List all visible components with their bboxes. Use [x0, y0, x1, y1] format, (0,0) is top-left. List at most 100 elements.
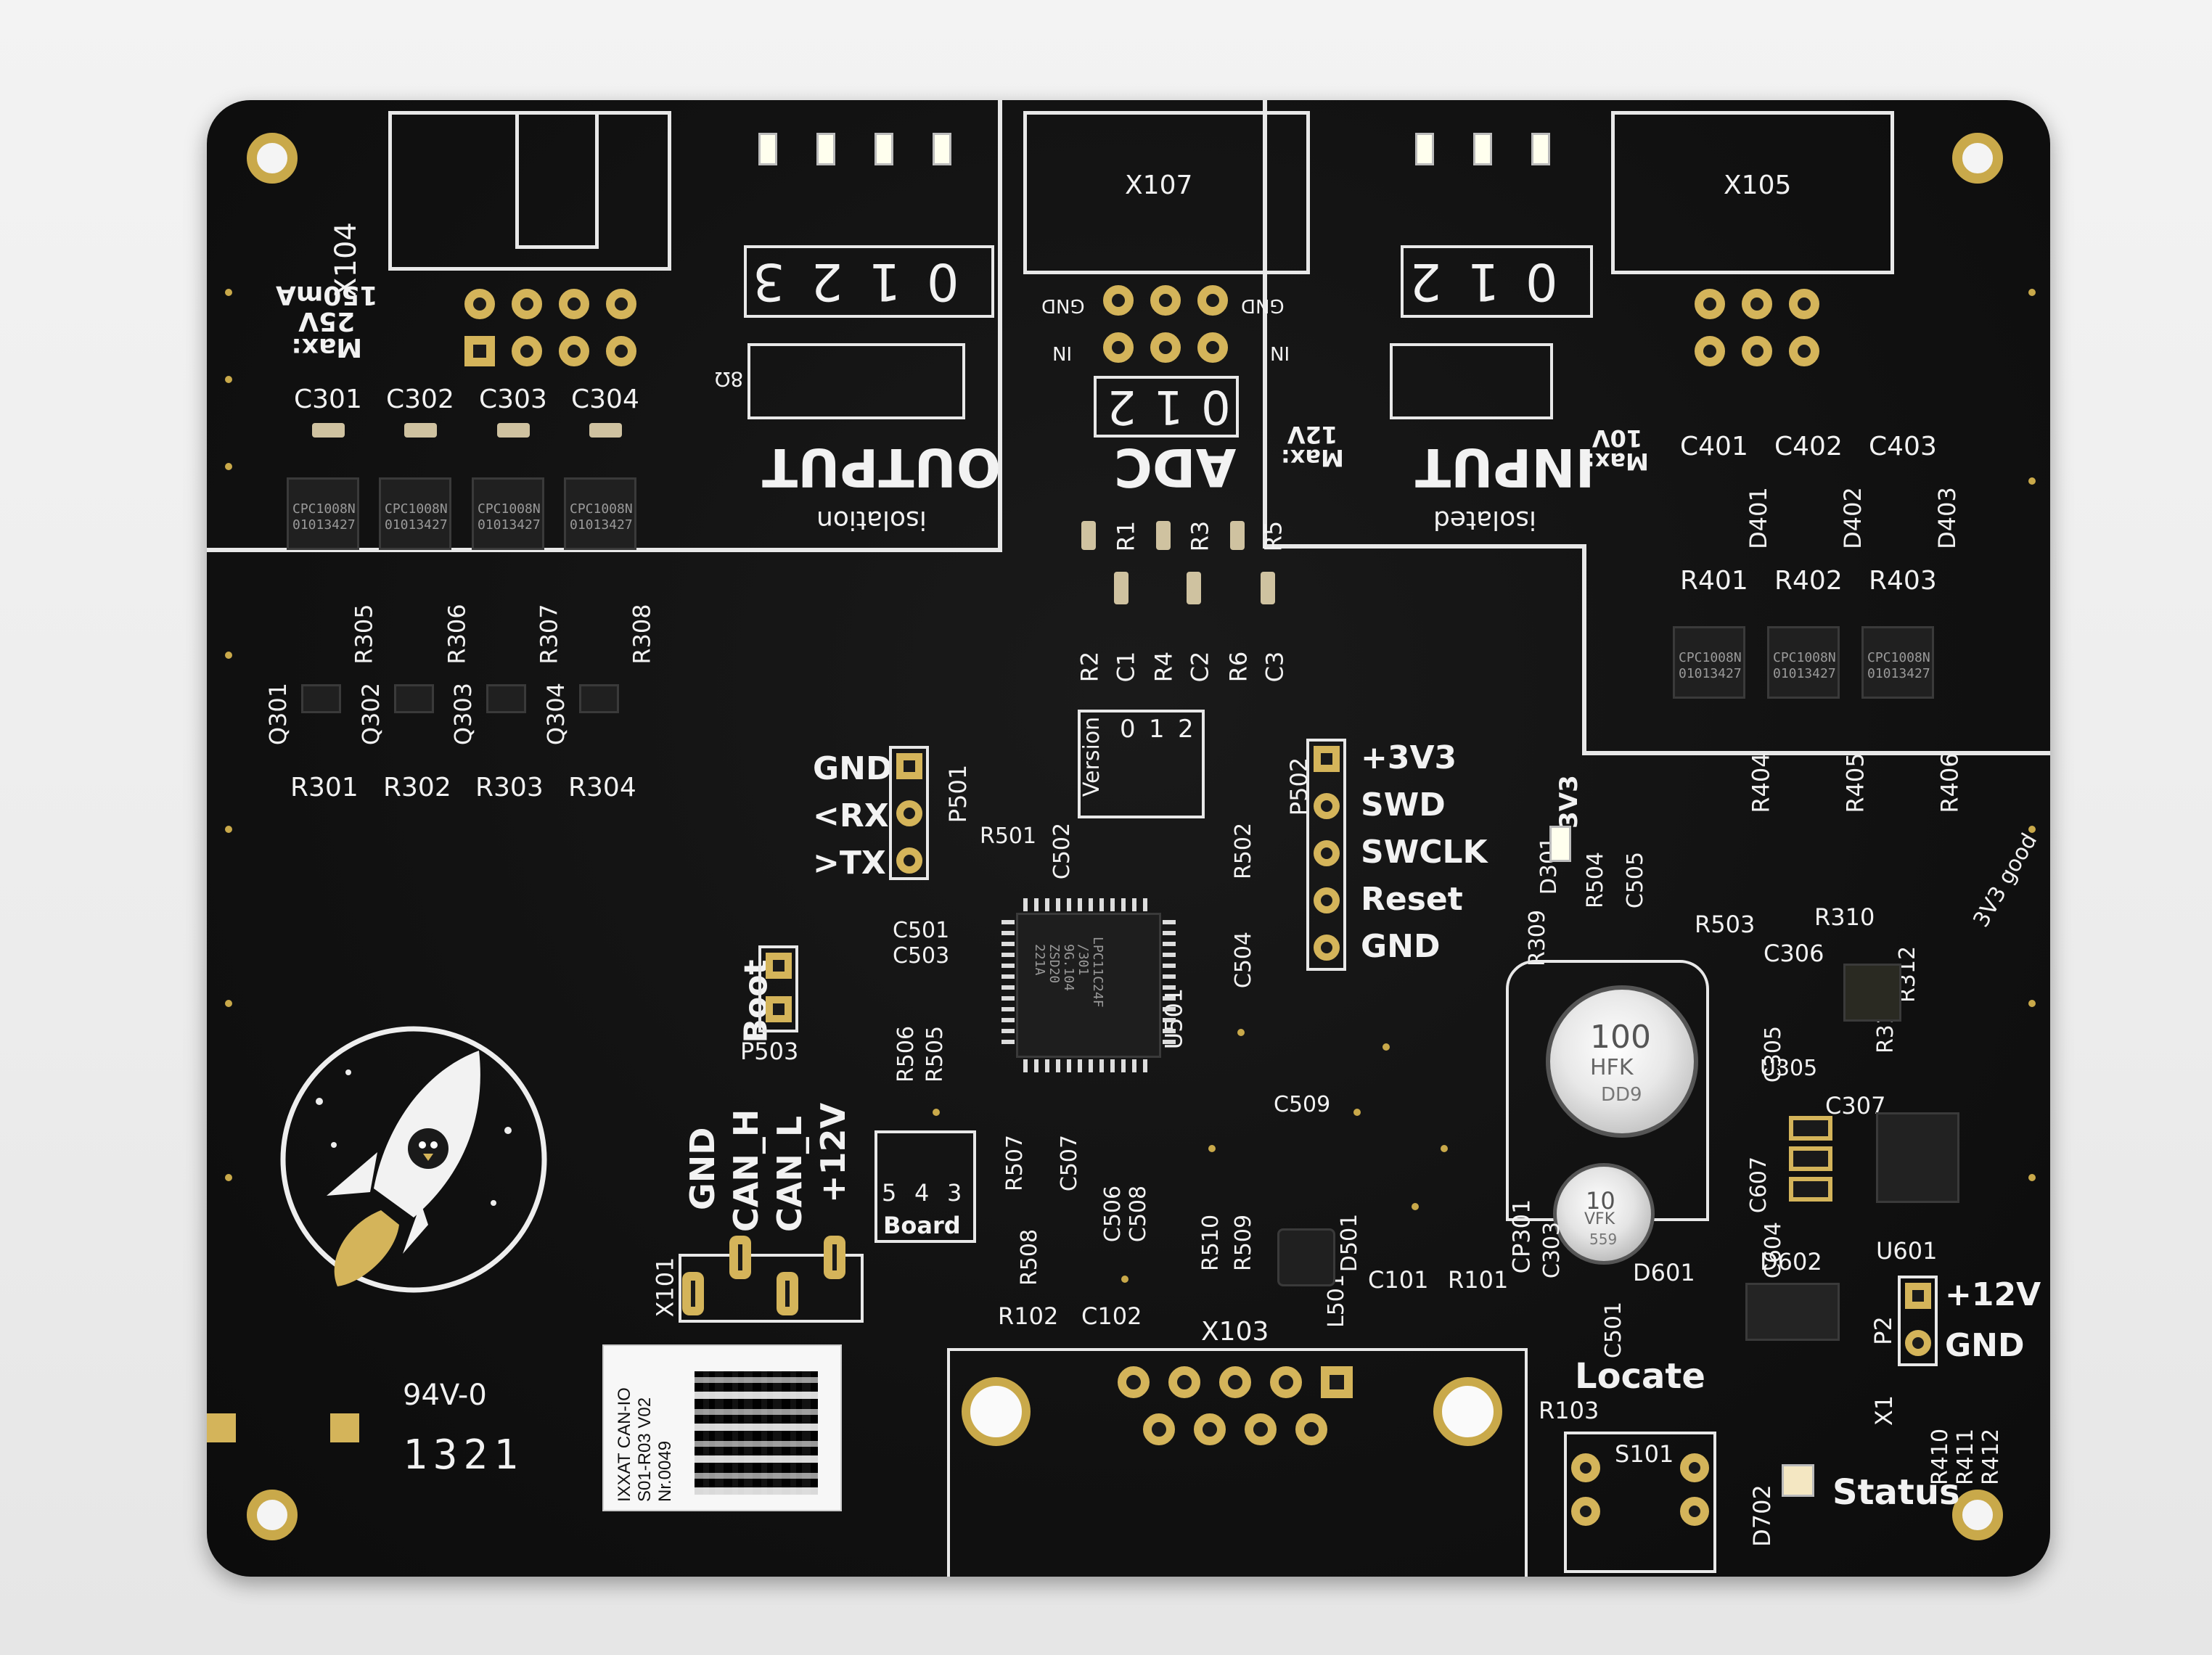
- label-r6: R6: [1224, 651, 1253, 683]
- penguin-head: [408, 1128, 448, 1169]
- optocoupler-ic: CPC1008N 01013427: [564, 477, 636, 550]
- output-resistor-label: 8Ω: [715, 367, 744, 391]
- swd-pin-reset: Reset: [1361, 881, 1463, 918]
- label-r103: R103: [1539, 1397, 1599, 1424]
- adc-gnd-right: GND: [1241, 295, 1285, 316]
- output-channel-3: 3: [753, 252, 785, 311]
- output-section-subtitle: isolation: [816, 505, 927, 535]
- output-channel-1: 1: [869, 252, 901, 311]
- output-pad: [559, 289, 589, 319]
- d301-led: [1549, 826, 1571, 862]
- label-c303: C303: [479, 385, 547, 414]
- label-d501: D501: [1337, 1213, 1363, 1273]
- label-r508: R508: [1017, 1228, 1043, 1286]
- via: [1382, 1043, 1390, 1051]
- uart-pin-rx: <RX: [813, 797, 889, 834]
- label-q304: Q304: [542, 682, 570, 746]
- output-pad: [559, 336, 589, 366]
- divider-output: [998, 100, 1002, 550]
- connector-x103-outline: [947, 1348, 1528, 1577]
- swd-pin-3: [1314, 840, 1340, 866]
- x101-label: X101: [651, 1257, 679, 1318]
- via: [1237, 1029, 1245, 1036]
- label-r307: R307: [535, 604, 563, 665]
- label-c2: C2: [1186, 651, 1214, 683]
- label-r506: R506: [893, 1025, 919, 1083]
- swd-pin-3v3: +3V3: [1361, 739, 1457, 776]
- label-d601: D601: [1633, 1259, 1695, 1286]
- label-c304: C304: [571, 385, 639, 414]
- switch-pad: [1680, 1497, 1709, 1526]
- input-pad: [1789, 289, 1819, 319]
- via: [1412, 1203, 1419, 1210]
- x103-pin-1: [1321, 1366, 1353, 1398]
- switch-s101-outline: [1564, 1432, 1716, 1573]
- capacitor: [589, 423, 622, 438]
- regulator-u305: [1843, 964, 1901, 1022]
- version-bit-2: 2: [1178, 715, 1194, 744]
- output-channel-box: [744, 245, 994, 318]
- divider-input-vertical: [1582, 544, 1586, 755]
- swd-pin-1: [1314, 746, 1340, 772]
- via: [225, 463, 232, 470]
- label-r405: R405: [1841, 752, 1869, 813]
- star-dot: [331, 1142, 337, 1148]
- label-r305: R305: [350, 604, 378, 665]
- label-r101: R101: [1448, 1266, 1509, 1294]
- label-c1: C1: [1112, 651, 1140, 683]
- label-c501-power: C501: [1601, 1301, 1627, 1359]
- output-led: [933, 133, 951, 165]
- divider-right-horizontal: [1582, 751, 2050, 755]
- sticker-line-2: S01-R03 V02: [635, 1397, 655, 1502]
- u601-tab: [1789, 1177, 1832, 1202]
- label-r505: R505: [922, 1025, 949, 1083]
- max-rating-left: Max: 25V 150mA: [276, 280, 378, 362]
- via: [2028, 289, 2036, 296]
- label-r3: R3: [1186, 520, 1214, 552]
- label-r412: R412: [1978, 1428, 2004, 1486]
- mounting-hole-bottom-left: [247, 1490, 298, 1540]
- uart-pin-3: [896, 847, 922, 874]
- capacitor: [497, 423, 530, 438]
- output-led: [758, 133, 777, 165]
- mounting-hole-top-left: [247, 133, 298, 184]
- x105-label: X105: [1724, 171, 1792, 200]
- v33-label: 3V3: [1554, 775, 1584, 829]
- via: [225, 826, 232, 833]
- output-led: [816, 133, 835, 165]
- rocket-fin-left: [327, 1152, 377, 1196]
- optocoupler-ic: CPC1008N 01013427: [1861, 626, 1934, 699]
- inductor: [1277, 1228, 1335, 1286]
- output-channel-2: 2: [811, 252, 843, 311]
- version-label: Version: [1079, 716, 1105, 797]
- swd-pin-gnd: GND: [1361, 928, 1441, 965]
- label-r501: R501: [980, 824, 1037, 849]
- adc-section-title: ADC: [1114, 437, 1237, 498]
- label-c306: C306: [1764, 940, 1824, 967]
- uart-pin-gnd: GND: [813, 750, 893, 787]
- label-c502: C502: [1049, 822, 1076, 880]
- max-rating-adc: Max: 12V: [1281, 421, 1344, 472]
- label-cp301: CP301: [1507, 1199, 1536, 1274]
- fiducial-pad: [207, 1413, 236, 1442]
- x103-pin: [1270, 1366, 1302, 1398]
- x103-pin: [1219, 1366, 1251, 1398]
- swd-pin-swclk: SWCLK: [1361, 834, 1488, 871]
- regulator-u601: [1876, 1112, 1959, 1203]
- label-r402: R402: [1774, 566, 1843, 596]
- label-s101: S101: [1615, 1440, 1674, 1468]
- label-r306: R306: [443, 604, 471, 665]
- via: [225, 1174, 232, 1181]
- pcb-board: X104 Max: 25V 150mA C301 C302 C303 C304 …: [207, 100, 2050, 1577]
- version-box: [1078, 710, 1205, 818]
- can-pin-canh: CAN_H: [726, 1109, 766, 1232]
- p2-pin-1: [1905, 1283, 1931, 1309]
- capacitor: [1114, 572, 1128, 604]
- connector-x105-outline: [1611, 111, 1894, 274]
- label-c303-power: C303: [1539, 1221, 1565, 1279]
- via: [1441, 1145, 1448, 1152]
- via: [933, 1109, 940, 1116]
- label-r2: R2: [1076, 651, 1104, 683]
- x107-label: X107: [1125, 171, 1193, 200]
- via: [225, 376, 232, 383]
